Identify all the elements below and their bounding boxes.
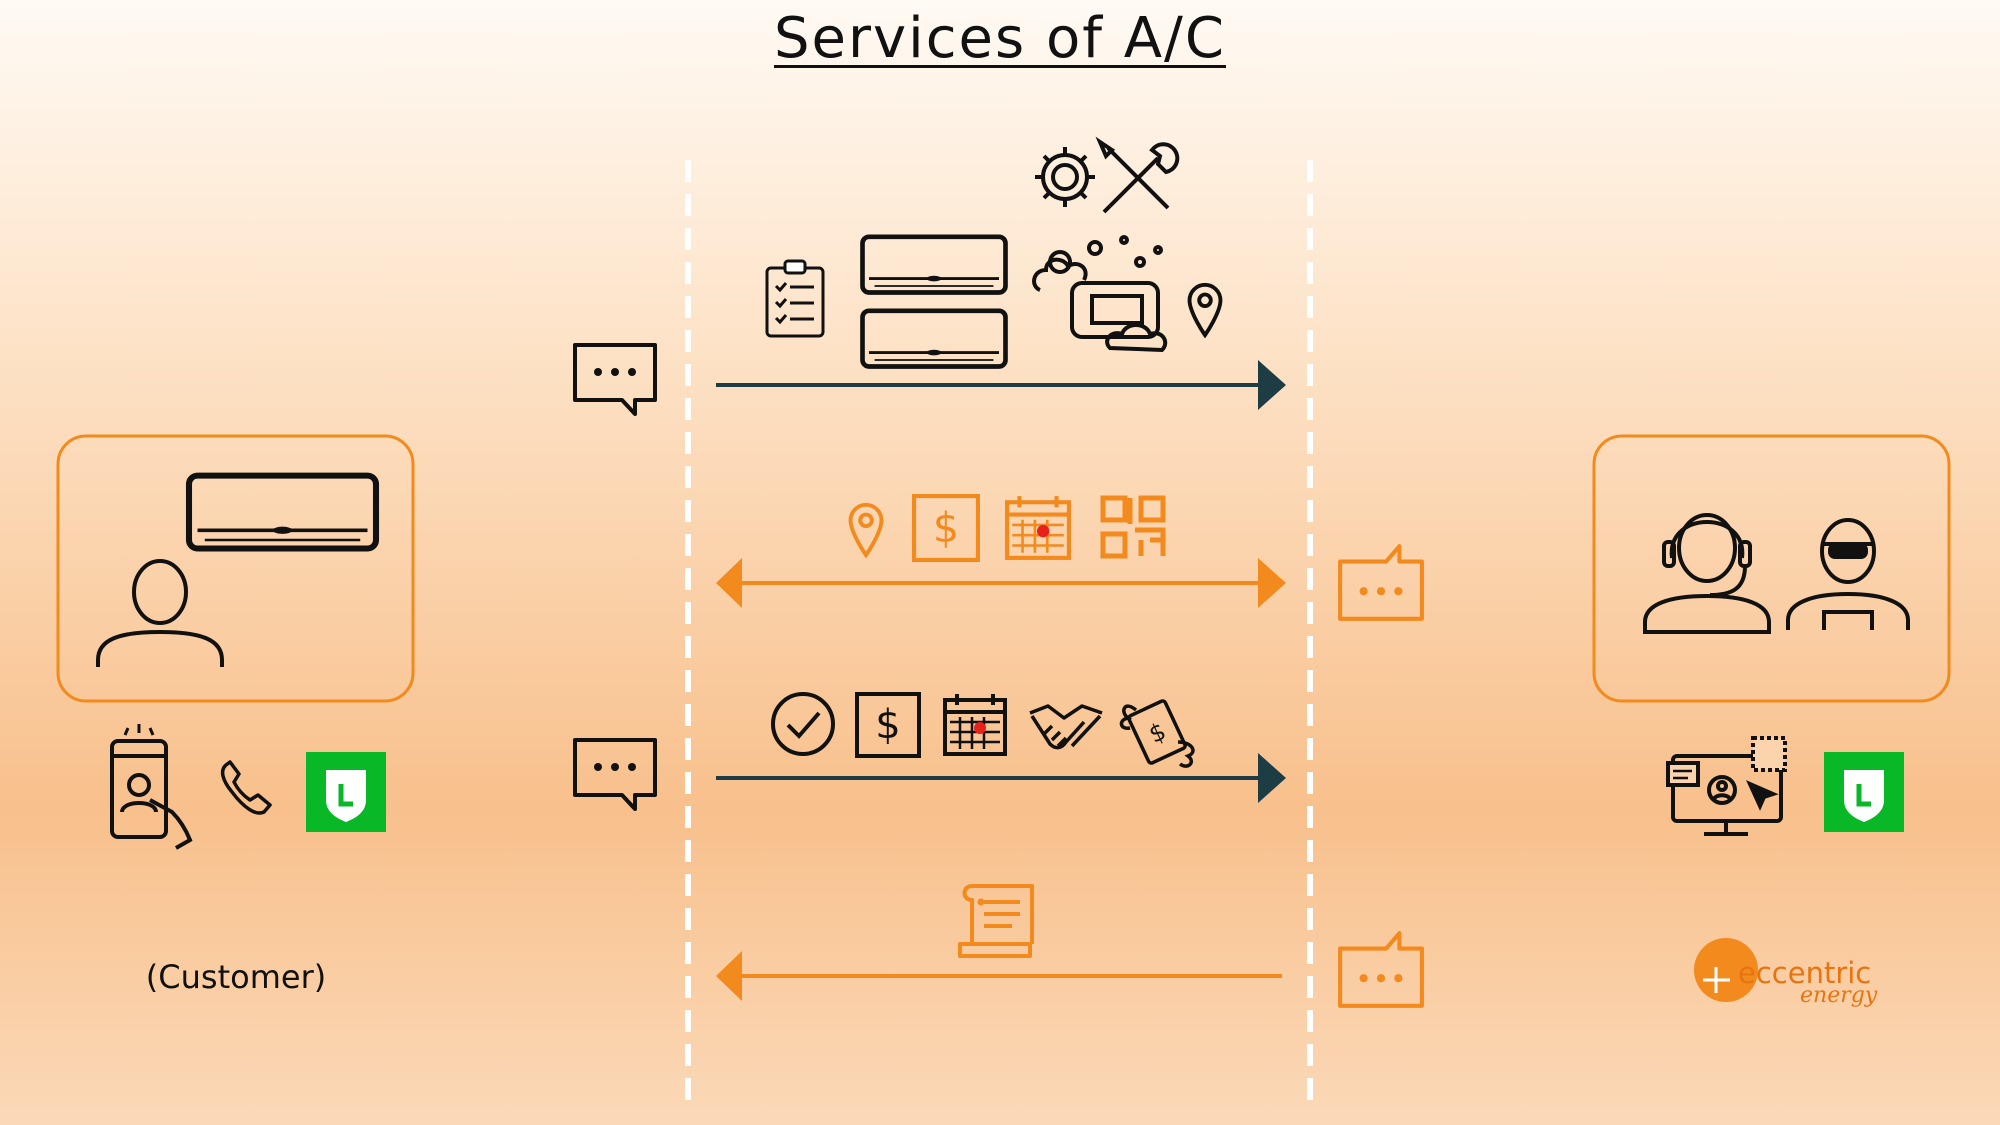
handshake-icon: [1029, 704, 1103, 750]
calendar-icon: [1007, 496, 1069, 558]
customer-panel: [56, 434, 415, 703]
receipt-icon: [958, 884, 1034, 958]
company-logo: [1694, 938, 1758, 1002]
arrow-request: [716, 360, 1286, 410]
support-agent-icon: [1643, 513, 1771, 634]
location-pin-icon: [1187, 282, 1223, 338]
chat-bubble-icon: [1340, 933, 1422, 1006]
flying-money-icon: $: [1119, 699, 1195, 768]
line-app-icon[interactable]: [1824, 752, 1904, 832]
chat-bubble-icon: [1340, 546, 1422, 619]
online-computer-icon: [1666, 736, 1787, 836]
logo-name: eccentric: [1738, 956, 1872, 990]
arrow-bidirectional: [716, 558, 1286, 608]
air-conditioner-icon: [863, 311, 1006, 367]
svg-text:$: $: [1145, 717, 1171, 749]
air-conditioner-icon: [189, 476, 376, 549]
arrow-confirm: [716, 753, 1286, 803]
chat-bubble-icon: [573, 738, 657, 811]
mobile-video-call-icon: [110, 724, 193, 850]
chat-bubble-icon: [573, 343, 657, 416]
dollar-icon: [914, 496, 978, 560]
air-conditioner-icon: [863, 237, 1006, 293]
check-circle-icon: [771, 692, 835, 756]
qr-code-icon: [1100, 495, 1166, 559]
technician-icon: [1786, 518, 1910, 630]
arrow-receipt: [716, 951, 1282, 1001]
person-icon: [96, 559, 224, 667]
phone-icon: [220, 760, 272, 815]
cleaning-icon: [1032, 235, 1168, 353]
tools-icon: [1095, 136, 1180, 214]
customer-label: (Customer): [145, 958, 327, 996]
calendar-icon: [945, 694, 1005, 754]
dollar-icon: [855, 692, 921, 758]
gear-icon: [1035, 147, 1095, 207]
line-app-icon[interactable]: [306, 752, 386, 832]
location-pin-icon: [848, 502, 884, 558]
page-title: Services of A/C: [774, 6, 1226, 71]
checklist-icon: [765, 259, 825, 338]
provider-panel: [1592, 434, 1951, 703]
logo-subtitle: energy: [1800, 983, 1878, 1008]
